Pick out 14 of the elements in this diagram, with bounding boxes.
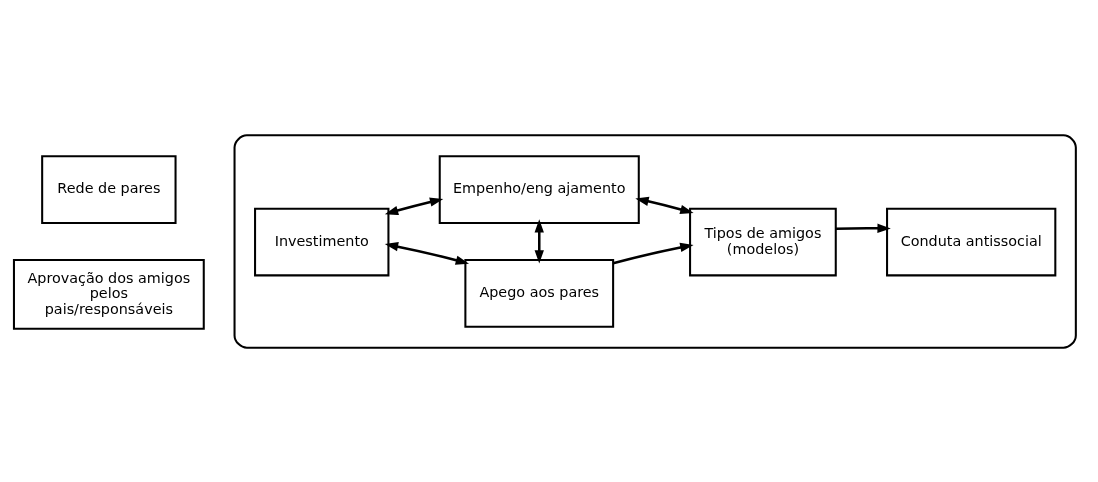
node-box: Tipos de amigos (modelos) xyxy=(689,207,837,276)
arrow xyxy=(612,242,694,265)
node-box: Investimento xyxy=(254,207,390,276)
arrow xyxy=(534,218,544,264)
arrow xyxy=(384,241,470,265)
node-box: Empenho/eng ajamento xyxy=(438,154,640,224)
node-box: Apego aos pares xyxy=(464,258,615,328)
node-box: Conduta antissocial xyxy=(886,207,1057,276)
arrow xyxy=(835,223,891,233)
arrow xyxy=(384,197,444,215)
node-box: Aprovação dos amigos pelos pais/responsáveis xyxy=(12,258,205,330)
cluster xyxy=(233,133,1077,349)
node-box: Rede de pares xyxy=(41,154,177,224)
arrow xyxy=(635,196,694,214)
